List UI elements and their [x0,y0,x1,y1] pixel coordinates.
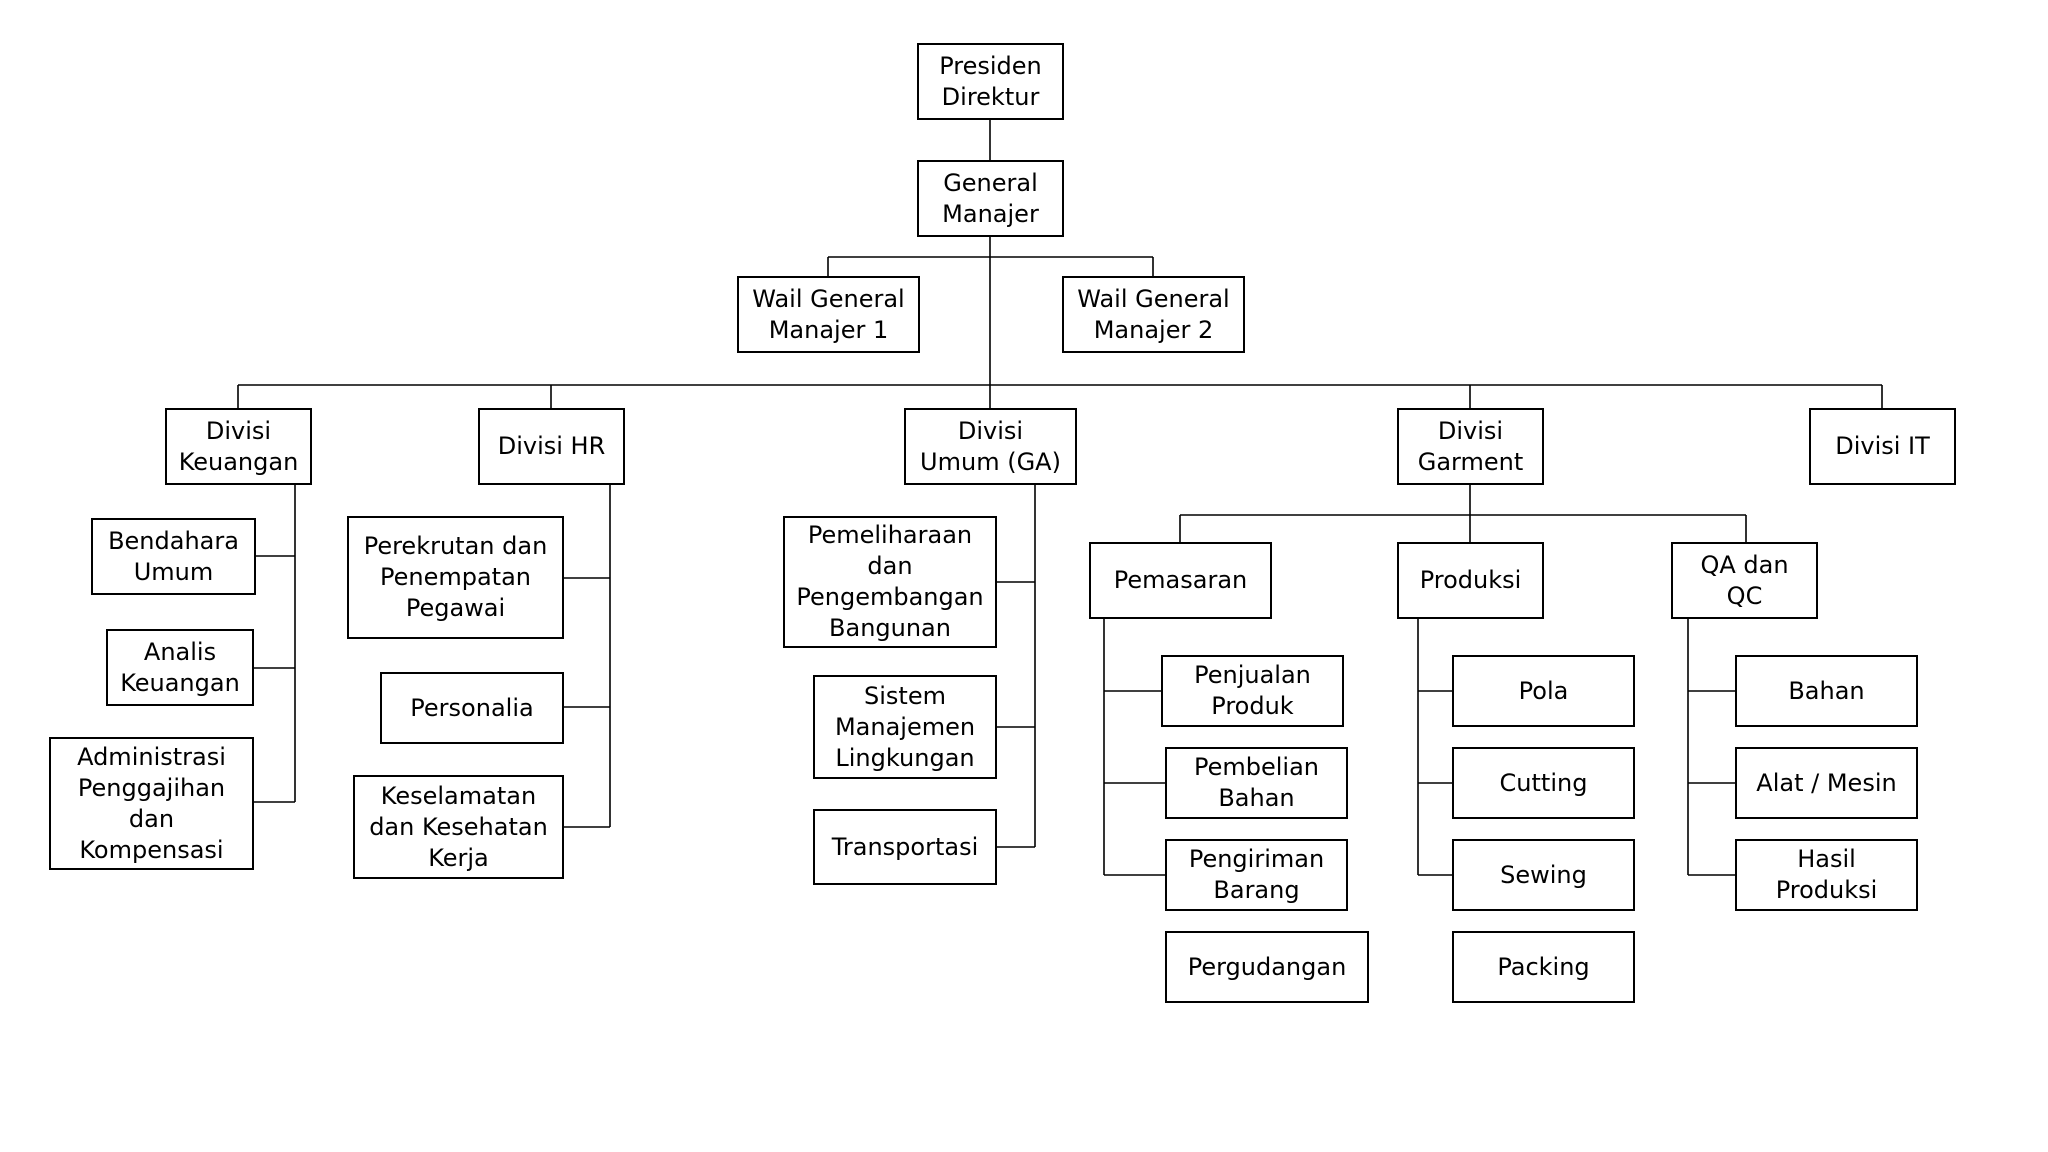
node-hasil-produksi: Hasil Produksi [1735,839,1918,911]
node-general-manajer: General Manajer [917,160,1064,237]
node-pola: Pola [1452,655,1635,727]
node-keselamatan: Keselamatan dan Kesehatan Kerja [353,775,564,879]
node-personalia: Personalia [380,672,564,744]
node-pergudangan: Pergudangan [1165,931,1369,1003]
node-bahan: Bahan [1735,655,1918,727]
node-pembelian-bahan: Pembelian Bahan [1165,747,1348,819]
node-administrasi-penggajihan: Administrasi Penggajihan dan Kompensasi [49,737,254,870]
node-alat-mesin: Alat / Mesin [1735,747,1918,819]
node-divisi-garment: Divisi Garment [1397,408,1544,485]
node-packing: Packing [1452,931,1635,1003]
node-divisi-keuangan: Divisi Keuangan [165,408,312,485]
node-divisi-hr: Divisi HR [478,408,625,485]
node-presiden-direktur: Presiden Direktur [917,43,1064,120]
node-divisi-it: Divisi IT [1809,408,1956,485]
node-sistem-manajemen: Sistem Manajemen Lingkungan [813,675,997,779]
node-analis-keuangan: Analis Keuangan [106,629,254,706]
node-qa-qc: QA dan QC [1671,542,1818,619]
node-pengiriman-barang: Pengiriman Barang [1165,839,1348,911]
node-bendahara-umum: Bendahara Umum [91,518,256,595]
node-produksi: Produksi [1397,542,1544,619]
node-cutting: Cutting [1452,747,1635,819]
node-pemeliharaan: Pemeliharaan dan Pengembangan Bangunan [783,516,997,648]
node-wakil-gm-2: Wail General Manajer 2 [1062,276,1245,353]
node-transportasi: Transportasi [813,809,997,885]
node-wakil-gm-1: Wail General Manajer 1 [737,276,920,353]
node-penjualan-produk: Penjualan Produk [1161,655,1344,727]
node-pemasaran: Pemasaran [1089,542,1272,619]
node-sewing: Sewing [1452,839,1635,911]
node-perekrutan: Perekrutan dan Penempatan Pegawai [347,516,564,639]
node-divisi-umum: Divisi Umum (GA) [904,408,1077,485]
